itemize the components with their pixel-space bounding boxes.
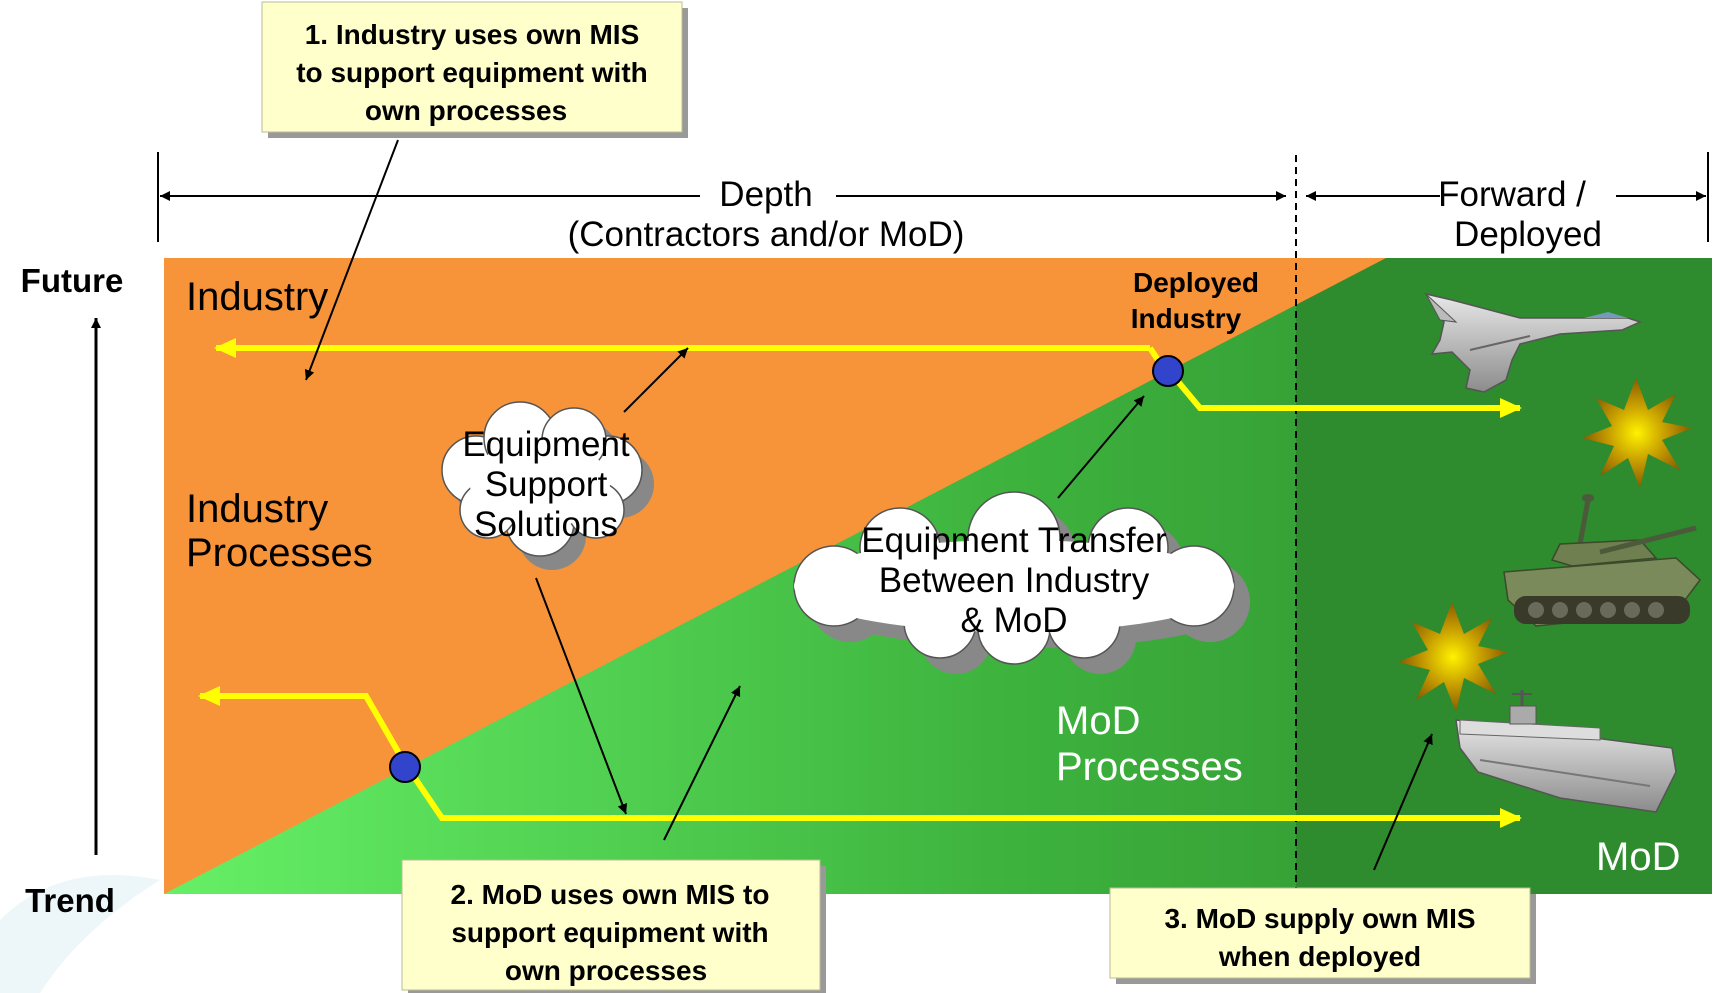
- support-solutions-line1: Equipment: [462, 425, 630, 464]
- mod-back-flow-arrow: [198, 686, 407, 764]
- industry-region: [164, 258, 1386, 894]
- tank-icon: [1503, 494, 1702, 627]
- support-solutions-cloud: [441, 401, 654, 570]
- depth-label: Depth: [719, 175, 812, 214]
- deployed-industry-line2: Industry: [1131, 303, 1242, 334]
- industry-processes-line2: Processes: [186, 531, 373, 575]
- solutions-to-mod-pointer: [535, 577, 628, 815]
- transfer-pointer: [1057, 395, 1145, 499]
- deployed-industry-node: [1152, 355, 1184, 387]
- callout-industry-mis: [261, 1, 688, 138]
- callout1-line2: to support equipment with: [296, 57, 648, 88]
- background-swirl: [0, 875, 160, 993]
- explosion-icon: [1398, 602, 1508, 712]
- transfer-cloud: [793, 491, 1250, 674]
- industry-processes-line1: Industry: [186, 487, 328, 531]
- support-solutions-line2: Support: [485, 465, 608, 504]
- mod-processes-line1: MoD: [1056, 699, 1140, 743]
- callout2-line1: 2. MoD uses own MIS to: [451, 879, 770, 910]
- transfer-line3: & MoD: [961, 601, 1068, 640]
- fighter-jet-icon: [1424, 292, 1643, 393]
- mod-processes-line2: Processes: [1056, 745, 1243, 789]
- callout-mod-deployed: [1109, 887, 1536, 984]
- callout1-line3: own processes: [365, 95, 567, 126]
- deployed-industry-line1: Deployed: [1133, 267, 1259, 298]
- mod-flow-arrow: [401, 760, 1522, 828]
- callout2-line3: own processes: [505, 955, 707, 986]
- forward-sublabel: Deployed: [1454, 215, 1602, 254]
- callout1-pointer: [304, 139, 399, 381]
- depth-sublabel: (Contractors and/or MoD): [568, 215, 965, 254]
- explosion-icon: [1582, 378, 1692, 488]
- callout2-line2: support equipment with: [451, 917, 768, 948]
- transfer-line1: Equipment Transfer: [861, 521, 1167, 560]
- callout2-pointer: [663, 685, 741, 841]
- industry-label: Industry: [186, 275, 328, 319]
- mod-label: MoD: [1596, 835, 1680, 879]
- callout3-pointer: [1373, 733, 1433, 871]
- forward-label: Forward /: [1438, 175, 1586, 214]
- future-label: Future: [21, 262, 124, 299]
- trend-label: Trend: [25, 882, 115, 919]
- callout1-line1: 1. Industry uses own MIS: [305, 19, 640, 50]
- transfer-line2: Between Industry: [879, 561, 1150, 600]
- callout3-line2: when deployed: [1218, 941, 1421, 972]
- callout-mod-mis: [401, 859, 826, 993]
- solutions-to-industry-pointer: [623, 347, 689, 413]
- callout3-line1: 3. MoD supply own MIS: [1164, 903, 1475, 934]
- warship-icon: [1455, 690, 1677, 813]
- support-solutions-line3: Solutions: [474, 505, 618, 544]
- mod-handover-node: [389, 751, 421, 783]
